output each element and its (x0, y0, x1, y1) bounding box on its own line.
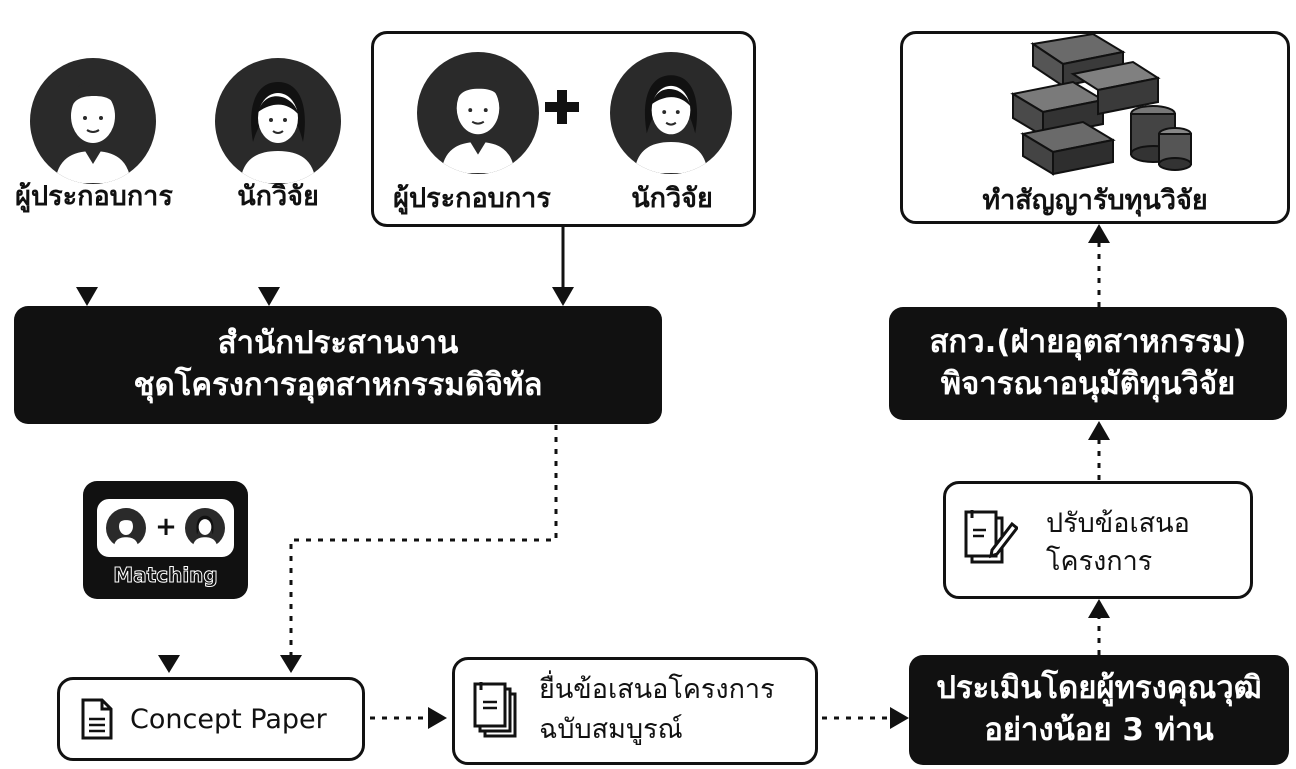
arrow-up-icon (1088, 599, 1110, 618)
expert-evaluation-box: ประเมินโดยผู้ทรงคุณวุฒิ อย่างน้อย 3 ท่าน (909, 655, 1289, 765)
evaluation-line1: ประเมินโดยผู้ทรงคุณวุฒิ (936, 670, 1262, 707)
full-proposal-line1: ยื่นข้อเสนอโครงการ (539, 674, 775, 705)
female-avatar-icon (215, 58, 341, 184)
approval-box: สกว.(ฝ่ายอุตสาหกรรม) พิจารณาอนุมัติทุนวิ… (889, 307, 1287, 420)
concept-paper-box: Concept Paper (57, 677, 365, 761)
office-to-concept-dotted-line (289, 425, 558, 655)
team-box: ผู้ประกอบการ นักวิจัย (371, 31, 756, 227)
female-avatar-icon (610, 52, 732, 174)
edit-document-icon (962, 506, 1020, 576)
full-proposal-box: ยื่นข้อเสนอโครงการ ฉบับสมบูรณ์ (452, 657, 818, 765)
revise-line1: ปรับข้อเสนอ (1046, 508, 1190, 539)
approval-line1: สกว.(ฝ่ายอุตสาหกรรม) (929, 323, 1247, 360)
arrow-down-icon (158, 655, 180, 673)
male-avatar-icon (106, 508, 146, 548)
matching-label: Matching (113, 563, 218, 588)
arrow-down-icon (258, 287, 280, 306)
entrepreneur-label: ผู้ประกอบการ (15, 181, 173, 212)
document-icon (80, 697, 114, 745)
money-stack-icon (1003, 32, 1193, 188)
matching-pair-frame: + (97, 499, 234, 557)
documents-stack-icon (473, 680, 519, 744)
male-avatar-icon (417, 52, 539, 174)
evaluation-line2: อย่างน้อย 3 ท่าน (984, 712, 1214, 748)
arrow-right-icon (890, 707, 909, 729)
arrow-down-icon (76, 287, 98, 306)
matching-plus: + (155, 512, 177, 542)
arrow-right-icon (428, 707, 447, 729)
male-avatar-icon (30, 58, 156, 184)
revise-proposal-box: ปรับข้อเสนอ โครงการ (943, 481, 1253, 599)
contract-box: ทำสัญญารับทุนวิจัย (900, 31, 1290, 224)
concept-paper-label: Concept Paper (130, 703, 327, 735)
female-avatar-icon (185, 508, 225, 548)
revise-line2: โครงการ (1046, 546, 1153, 577)
contract-label: ทำสัญญารับทุนวิจัย (982, 185, 1208, 216)
office-line2: ชุดโครงการอุตสาหกรรมดิจิทัล (133, 367, 543, 403)
team-researcher-label: นักวิจัย (631, 183, 713, 214)
matching-badge: + Matching (83, 481, 248, 599)
arrow-down-icon (280, 655, 302, 673)
plus-icon (543, 88, 581, 126)
approval-line2: พิจารณาอนุมัติทุนวิจัย (940, 365, 1236, 402)
full-proposal-line2: ฉบับสมบูรณ์ (539, 714, 683, 745)
arrow-down-icon (552, 287, 574, 306)
office-line1: สำนักประสานงาน (217, 325, 459, 362)
coordination-office-box: สำนักประสานงาน ชุดโครงการอุตสาหกรรมดิจิท… (14, 306, 662, 424)
team-entrepreneur-label: ผู้ประกอบการ (393, 183, 551, 214)
arrow-up-icon (1088, 224, 1110, 243)
arrow-up-icon (1088, 421, 1110, 440)
researcher-label: นักวิจัย (237, 181, 319, 212)
